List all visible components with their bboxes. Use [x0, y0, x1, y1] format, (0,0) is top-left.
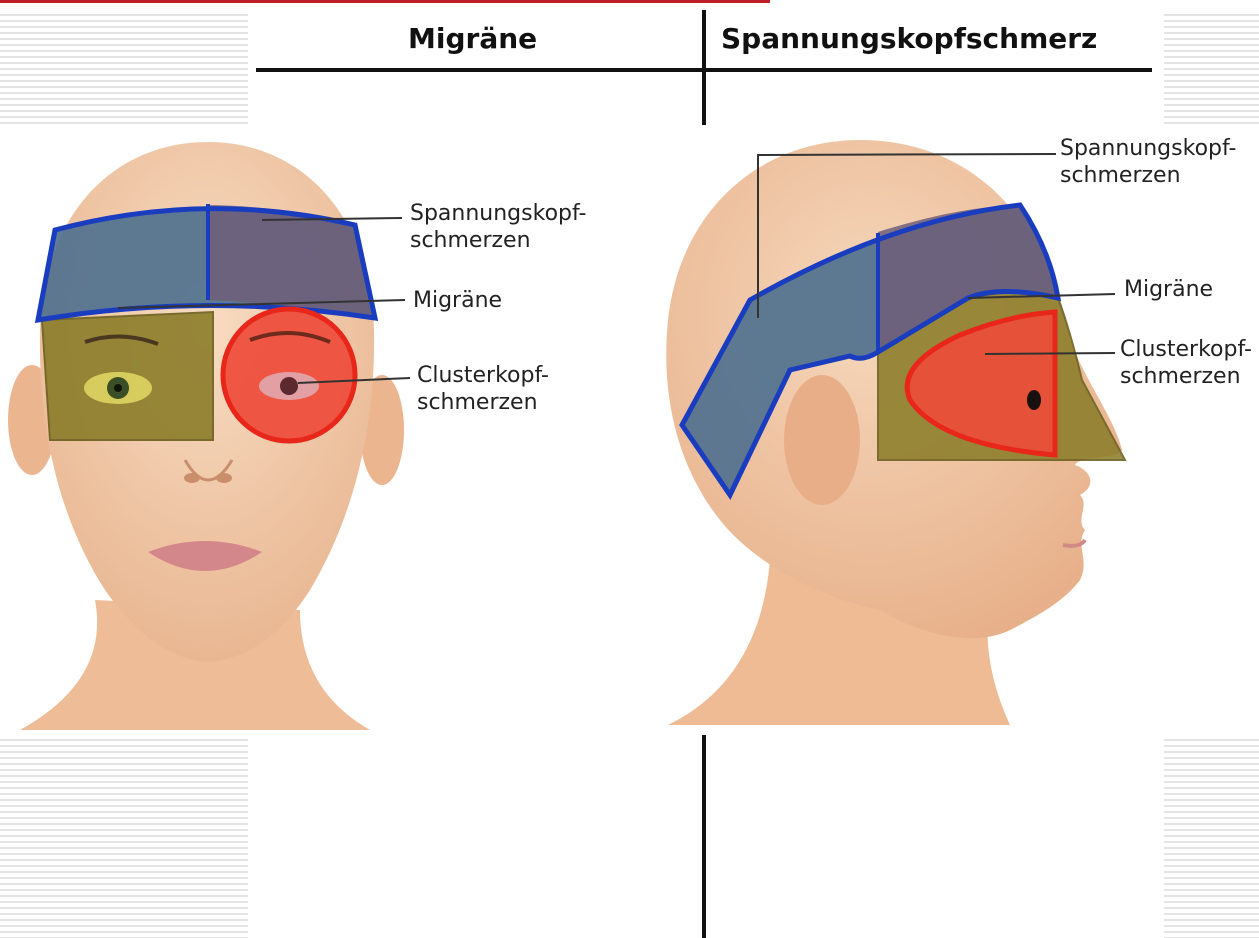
column-divider-bottom: [702, 735, 706, 938]
column-title-tension-headache: Spannungskopfschmerz: [721, 22, 1097, 55]
front-label-cluster-line1: Clusterkopf-: [417, 362, 549, 389]
stripe-panel-bottom-right: [1164, 735, 1259, 938]
front-label-cluster: Clusterkopf- schmerzen: [417, 362, 549, 416]
front-label-tension-line1: Spannungskopf-: [410, 200, 586, 227]
accent-bar: [0, 0, 770, 3]
side-label-cluster: Clusterkopf- schmerzen: [1120, 336, 1252, 390]
front-head-illustration: [0, 128, 700, 733]
side-ear: [784, 375, 860, 505]
front-label-tension: Spannungskopf- schmerzen: [410, 200, 586, 254]
nostril-left: [184, 473, 200, 483]
side-label-migraine: Migräne: [1124, 276, 1213, 303]
stripe-panel-top-right: [1164, 10, 1259, 125]
side-label-cluster-line1: Clusterkopf-: [1120, 336, 1252, 363]
pupil-left: [114, 384, 122, 392]
side-label-tension-line1: Spannungskopf-: [1060, 135, 1236, 162]
front-label-cluster-line2: schmerzen: [417, 389, 549, 416]
side-label-cluster-line2: schmerzen: [1120, 363, 1252, 390]
stripe-panel-bottom-left: [0, 735, 248, 938]
nostril-right: [216, 473, 232, 483]
column-divider-top: [702, 10, 706, 125]
column-title-migraine: Migräne: [408, 22, 537, 55]
side-head-illustration: [660, 128, 1259, 733]
leader-cluster-side: [985, 353, 1115, 354]
side-label-tension: Spannungskopf- schmerzen: [1060, 135, 1236, 189]
stripe-panel-top-left: [0, 10, 248, 125]
front-label-migraine: Migräne: [413, 287, 502, 314]
cluster-zone-front: [223, 309, 355, 441]
side-label-tension-line2: schmerzen: [1060, 162, 1236, 189]
front-label-tension-line2: schmerzen: [410, 227, 586, 254]
